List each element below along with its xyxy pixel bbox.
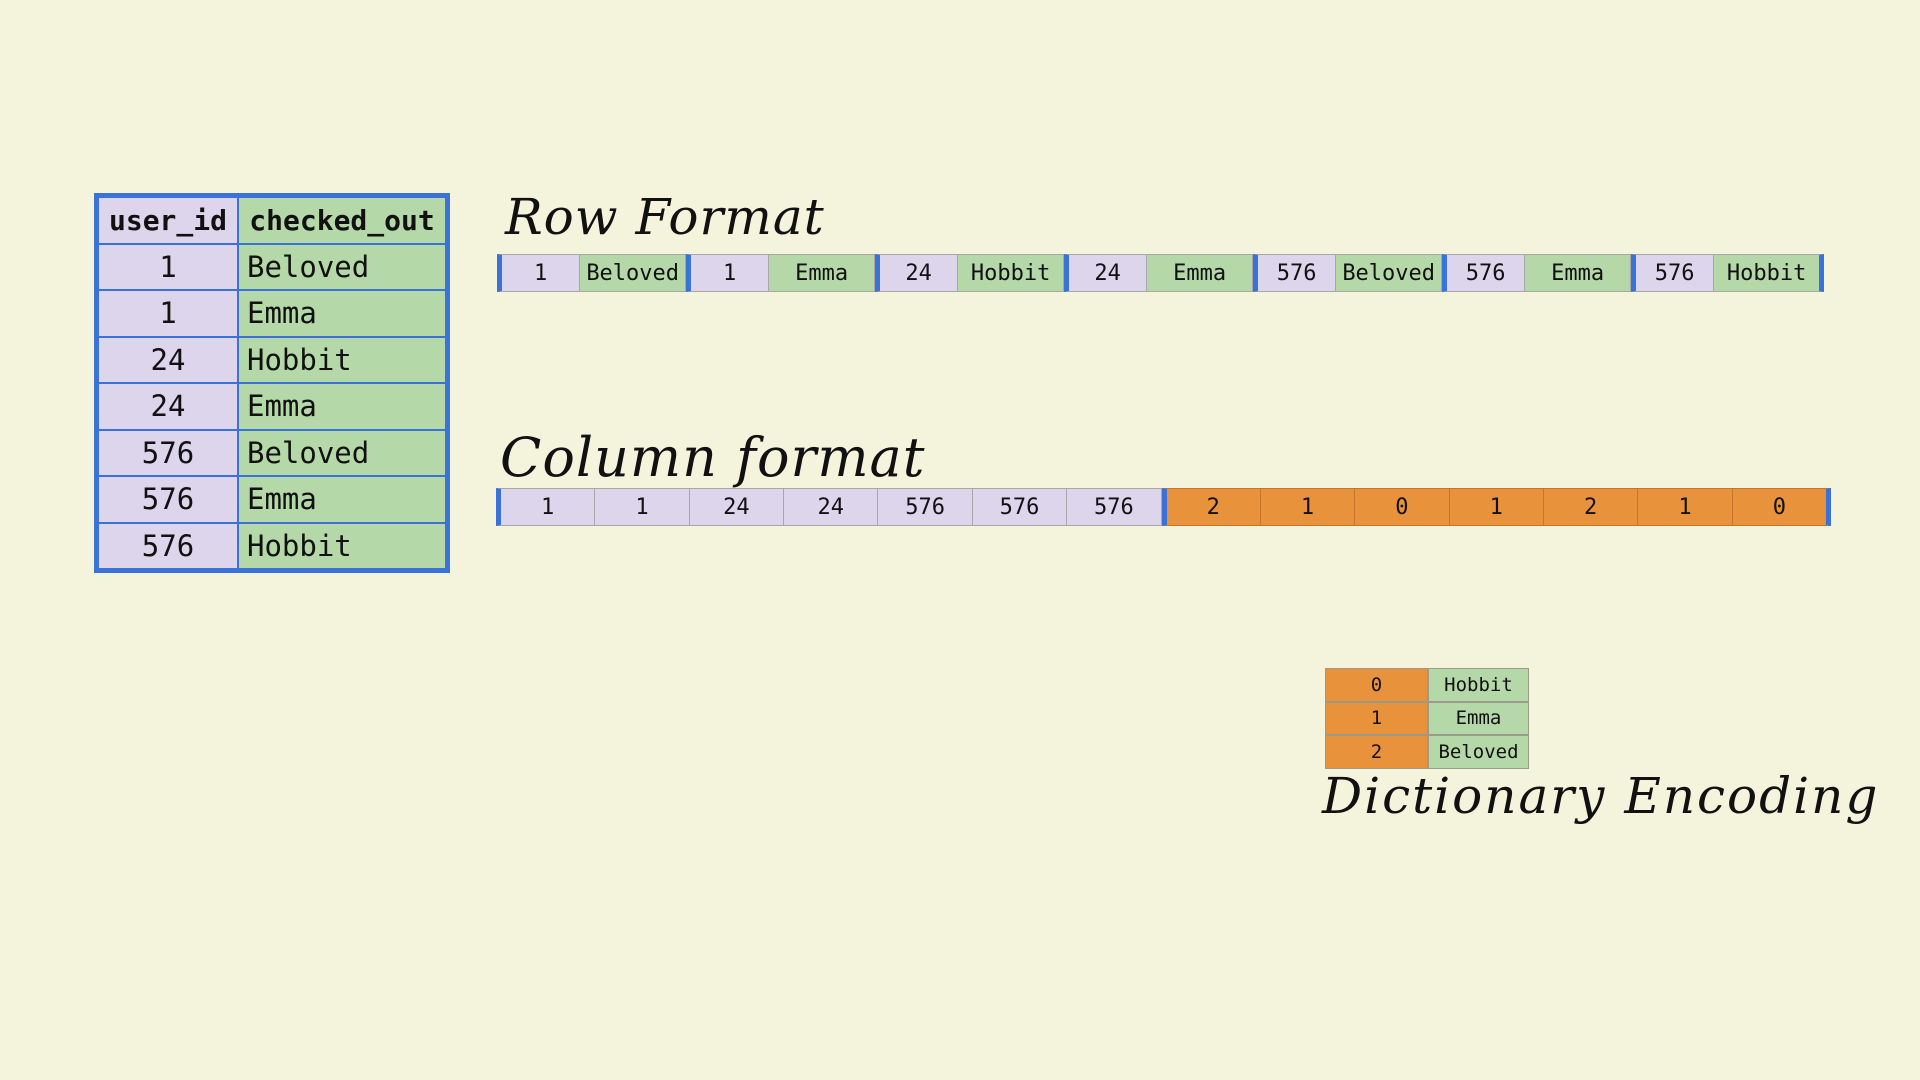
dictionary-table: 0 Hobbit 1 Emma 2 Beloved <box>1325 668 1529 769</box>
table-cell-checked-out: Hobbit <box>239 523 445 568</box>
column-cell-user-id: 24 <box>689 488 785 526</box>
column-cell-code: 2 <box>1543 488 1639 526</box>
row-cell-user-id: 576 <box>1442 254 1526 292</box>
column-cell-code: 0 <box>1732 488 1832 526</box>
row-cell-user-id: 24 <box>1064 254 1148 292</box>
table-cell-checked-out: Emma <box>239 477 445 522</box>
table-cell-checked-out: Emma <box>239 291 445 336</box>
row-cell-book: Hobbit <box>1714 254 1824 292</box>
dictionary-code: 0 <box>1326 669 1427 701</box>
row-cell-book: Emma <box>769 254 875 292</box>
dictionary-value: Emma <box>1429 702 1528 735</box>
column-format-strip: 1 1 24 24 576 576 576 2 1 0 1 2 1 0 <box>496 488 1832 526</box>
books-table: user_id checked_out 1 Beloved 1 Emma 24 … <box>94 193 450 573</box>
table-cell-user-id: 24 <box>99 384 237 429</box>
table-cell-user-id: 1 <box>99 244 237 289</box>
dictionary-value: Hobbit <box>1429 669 1528 701</box>
table-cell-user-id: 576 <box>99 477 237 522</box>
header-user-id: user_id <box>99 198 237 243</box>
row-format-strip: 1 Beloved 1 Emma 24 Hobbit 24 Emma 576 B… <box>497 254 1824 292</box>
table-cell-checked-out: Beloved <box>239 244 445 289</box>
table-cell-user-id: 576 <box>99 430 237 475</box>
table-cell-user-id: 1 <box>99 291 237 336</box>
column-cell-user-id: 24 <box>784 488 879 526</box>
dictionary-code: 2 <box>1326 736 1427 768</box>
row-format-title: Row Format <box>505 188 825 246</box>
row-cell-user-id: 1 <box>497 254 581 292</box>
column-cell-code: 2 <box>1161 488 1261 526</box>
column-cell-code: 0 <box>1355 488 1450 526</box>
column-cell-code: 1 <box>1260 488 1356 526</box>
row-cell-user-id: 576 <box>1253 254 1337 292</box>
table-cell-checked-out: Hobbit <box>239 337 445 382</box>
column-format-title: Column format <box>500 426 926 489</box>
table-cell-checked-out: Beloved <box>239 430 445 475</box>
row-cell-book: Emma <box>1525 254 1631 292</box>
table-cell-user-id: 576 <box>99 523 237 568</box>
row-cell-user-id: 576 <box>1631 254 1715 292</box>
header-checked-out: checked_out <box>239 198 445 243</box>
row-cell-book: Emma <box>1147 254 1253 292</box>
row-cell-book: Beloved <box>1336 254 1442 292</box>
dictionary-code: 1 <box>1326 702 1427 735</box>
column-cell-user-id: 576 <box>878 488 973 526</box>
column-cell-user-id: 1 <box>595 488 690 526</box>
column-cell-code: 1 <box>1638 488 1733 526</box>
row-cell-user-id: 24 <box>875 254 959 292</box>
column-cell-user-id: 1 <box>496 488 596 526</box>
column-cell-code: 1 <box>1449 488 1544 526</box>
row-cell-book: Beloved <box>580 254 686 292</box>
dictionary-value: Beloved <box>1429 736 1528 768</box>
row-cell-user-id: 1 <box>686 254 770 292</box>
table-cell-user-id: 24 <box>99 337 237 382</box>
column-cell-user-id: 576 <box>1067 488 1162 526</box>
dictionary-encoding-title: Dictionary Encoding <box>1322 767 1880 825</box>
table-cell-checked-out: Emma <box>239 384 445 429</box>
row-cell-book: Hobbit <box>958 254 1064 292</box>
column-cell-user-id: 576 <box>972 488 1068 526</box>
